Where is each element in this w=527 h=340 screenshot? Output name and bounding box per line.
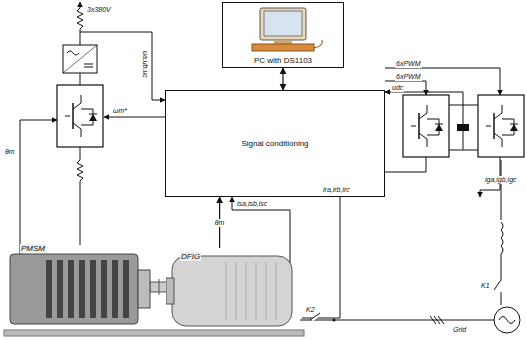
signal-label: 6xPWM	[395, 60, 422, 68]
node-text: DFIG	[180, 252, 201, 261]
signal-label: θm	[4, 148, 16, 156]
connector	[282, 68, 283, 90]
node-text: PC with DS1103	[254, 56, 312, 65]
signal-label: iga,igb,igc	[484, 176, 518, 184]
computer-box: PC with DS1103	[222, 2, 344, 68]
signal-label: udc	[391, 84, 404, 92]
signal-label: K2	[305, 306, 316, 314]
node-text: PMSM	[20, 244, 46, 253]
dfig-machine: DFIG	[166, 248, 300, 330]
node-text: Signal conditioning	[241, 139, 308, 148]
edge-label: θm	[214, 219, 226, 227]
pmsm-machine: PMSM	[6, 240, 152, 330]
signal-label: ua,ub,uc	[141, 50, 149, 79]
signal-label: Grid	[452, 326, 467, 334]
signal-label: K1	[480, 282, 491, 290]
signal-label: 3x380V	[86, 6, 112, 14]
signal-label: ωm*	[112, 107, 128, 115]
signal-label: ira,irb,irc	[322, 186, 351, 194]
machine-illustration	[6, 240, 152, 330]
signal-label: isa,isb,isc	[236, 200, 268, 208]
signal-label: 6xPWM	[395, 73, 422, 81]
process-box: Signal conditioning	[165, 90, 385, 197]
